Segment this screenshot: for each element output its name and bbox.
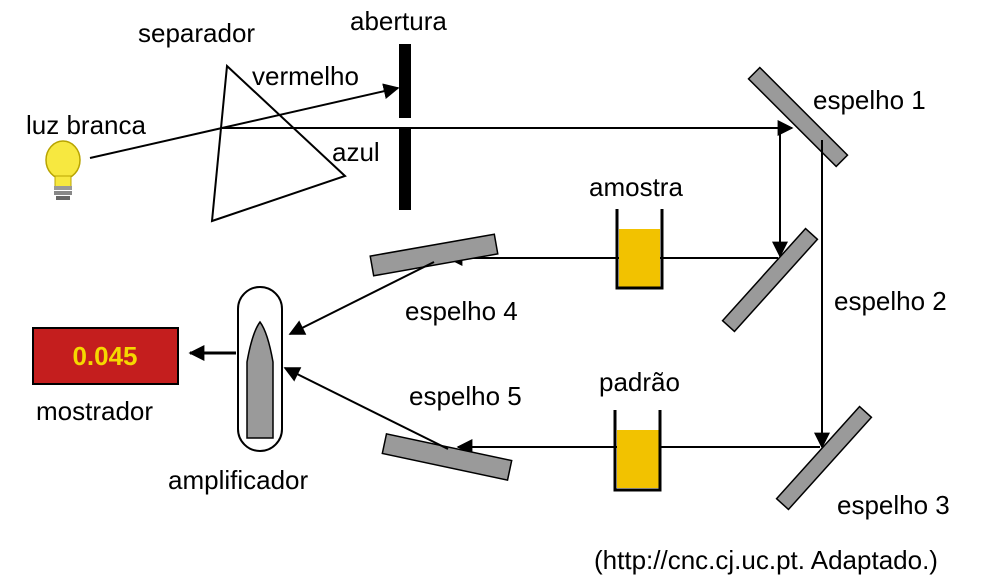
bulb-glass xyxy=(45,140,81,180)
label-white-light: luz branca xyxy=(26,110,146,140)
white-light-ray xyxy=(89,127,223,159)
display-value: 0.045 xyxy=(72,341,137,371)
label-mirror-2: espelho 2 xyxy=(834,286,947,316)
light-bulb-icon xyxy=(45,140,81,200)
label-red: vermelho xyxy=(252,61,359,91)
mirror-4 xyxy=(369,233,499,277)
label-separator: separador xyxy=(138,18,255,48)
beam-mirror-5-to-amplifier xyxy=(283,367,449,450)
label-mirror-4: espelho 4 xyxy=(405,296,518,326)
prism-separator xyxy=(210,63,347,223)
amplifier-tube xyxy=(237,286,283,452)
label-standard: padrão xyxy=(599,367,680,397)
mirror-3 xyxy=(775,405,873,511)
label-display: mostrador xyxy=(36,396,153,426)
label-mirror-1: espelho 1 xyxy=(813,85,926,115)
mirror-5 xyxy=(381,433,513,481)
label-amplifier: amplificador xyxy=(168,465,309,495)
label-mirror-3: espelho 3 xyxy=(837,490,950,520)
beam-mirror-4-to-amplifier xyxy=(288,261,435,335)
standard-cuvette xyxy=(613,410,662,492)
display-meter: 0.045 xyxy=(32,327,179,385)
label-blue: azul xyxy=(332,137,380,167)
red-ray xyxy=(221,83,400,129)
sample-cuvette xyxy=(615,209,664,290)
mirror-2 xyxy=(721,227,819,333)
source-citation: (http://cnc.cj.uc.pt. Adaptado.) xyxy=(594,545,938,575)
label-mirror-5: espelho 5 xyxy=(409,381,522,411)
aperture-upper-bar xyxy=(399,44,411,118)
mirror-1 xyxy=(747,66,849,168)
label-sample: amostra xyxy=(589,172,683,202)
aperture-lower-bar xyxy=(399,128,411,210)
label-aperture: abertura xyxy=(350,6,447,36)
